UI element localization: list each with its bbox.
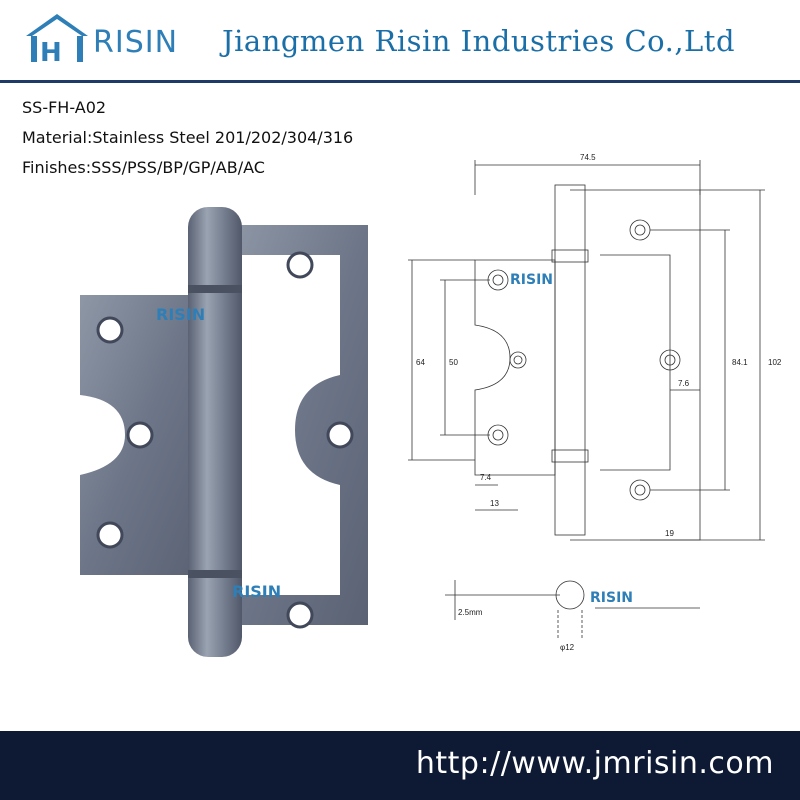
dim-knuckle-dia: φ12	[560, 643, 575, 652]
watermark-drawing-2: RISIN	[590, 590, 633, 606]
dim-7-4: 7.4	[480, 473, 492, 482]
house-logo-icon: H	[26, 14, 88, 68]
company-logo: H RISIN	[22, 12, 187, 68]
dim-width-total: 74.5	[580, 153, 596, 162]
header-divider	[0, 80, 800, 83]
product-model: SS-FH-A02	[22, 98, 107, 117]
watermark-drawing-1: RISIN	[510, 272, 553, 288]
svg-text:H: H	[40, 38, 62, 64]
hinge-product-image: RISIN RISIN	[80, 207, 368, 657]
dim-left-64: 64	[416, 358, 425, 367]
logo-text: RISIN	[93, 25, 179, 60]
company-name: Jiangmen Risin Industries Co.,Ltd	[222, 24, 736, 58]
hinge-technical-drawing: 74.5 102 84.1 64 50 7.6 7.4 13 19 2.5mm …	[408, 153, 782, 652]
product-finishes: Finishes:SSS/PSS/BP/GP/AB/AC	[22, 158, 265, 177]
dim-height-inner: 84.1	[732, 358, 748, 367]
dim-height-total: 102	[768, 358, 782, 367]
footer: http://www.jmrisin.com	[0, 731, 800, 800]
header: H RISIN Jiangmen Risin Industries Co.,Lt…	[0, 0, 800, 80]
product-material: Material:Stainless Steel 201/202/304/316	[22, 128, 354, 147]
dim-left-50: 50	[449, 358, 458, 367]
dim-13: 13	[490, 499, 499, 508]
dim-7-6: 7.6	[678, 379, 690, 388]
watermark-bottom: RISIN	[232, 582, 281, 601]
dim-thickness: 2.5mm	[458, 608, 483, 617]
website-url[interactable]: http://www.jmrisin.com	[415, 746, 774, 781]
dim-19: 19	[665, 529, 674, 538]
watermark-top: RISIN	[156, 305, 205, 324]
